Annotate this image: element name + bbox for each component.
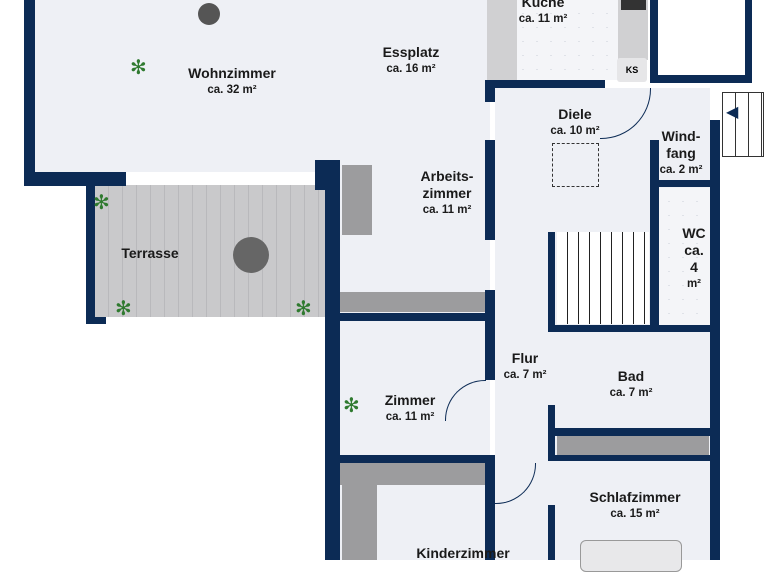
wall xyxy=(485,140,495,240)
room-kueche: Küche ca. 11 m² xyxy=(519,0,568,27)
plant-icon: ✻ xyxy=(130,57,147,79)
wall xyxy=(548,505,555,560)
bed xyxy=(580,540,682,572)
room-arbeitszimmer: Arbeits-zimmer ca. 11 m² xyxy=(421,168,474,218)
room-name: Wohnzimmer xyxy=(188,65,276,81)
wall xyxy=(745,0,752,83)
terrasse-floor xyxy=(95,185,325,317)
room-zimmer: Zimmer ca. 11 m² xyxy=(385,392,436,425)
desk xyxy=(342,485,377,560)
room-wohnzimmer: Wohnzimmer ca. 32 m² xyxy=(188,65,276,98)
room-area: m² xyxy=(686,278,702,290)
plant-icon: ✻ xyxy=(115,298,132,320)
entrance-area xyxy=(655,0,750,75)
entrance-steps xyxy=(722,92,764,157)
kitchen-counter xyxy=(487,0,517,80)
wall xyxy=(340,313,490,321)
room-area: ca. 10 m² xyxy=(550,125,600,137)
room-area: ca. 2 m² xyxy=(659,164,703,176)
desk xyxy=(342,165,372,235)
wall xyxy=(650,75,752,83)
skylight xyxy=(552,143,599,187)
wardrobe xyxy=(340,463,485,485)
room-name: Essplatz xyxy=(382,44,440,60)
wall xyxy=(485,80,495,102)
room-name: Arbeits- xyxy=(420,168,474,184)
room-name: 4 xyxy=(690,259,698,275)
wall xyxy=(340,455,490,463)
plant-icon: ✻ xyxy=(343,395,360,417)
wall xyxy=(495,80,605,88)
wc-floor xyxy=(655,188,710,325)
room-essplatz: Essplatz ca. 16 m² xyxy=(383,44,440,77)
wall xyxy=(325,185,340,560)
wall xyxy=(650,0,658,82)
wall xyxy=(548,455,718,461)
room-name: Küche xyxy=(521,0,565,10)
bathroom-cabinet xyxy=(557,436,709,458)
wohnzimmer-floor xyxy=(35,0,490,172)
room-name: Wind- xyxy=(661,128,701,144)
wall xyxy=(86,186,95,323)
wall xyxy=(86,317,106,324)
wall xyxy=(548,428,718,436)
room-area: ca. 7 m² xyxy=(503,369,547,381)
room-kinderzimmer: Kinderzimmer xyxy=(416,545,509,562)
room-name: Zimmer xyxy=(384,392,436,408)
room-windfang: Wind-fang ca. 2 m² xyxy=(660,128,703,178)
round-table xyxy=(198,3,220,25)
room-name: Flur xyxy=(511,350,539,366)
room-name: fang xyxy=(666,145,696,161)
wall xyxy=(650,180,712,187)
wall xyxy=(485,290,495,380)
room-name: Schlafzimmer xyxy=(589,489,681,505)
room-name: zimmer xyxy=(422,185,472,201)
wardrobe xyxy=(340,292,485,312)
wall xyxy=(548,325,718,332)
wall xyxy=(650,140,659,330)
wall xyxy=(548,232,555,332)
fridge: KS xyxy=(617,58,647,82)
room-name: Terrasse xyxy=(121,245,179,261)
room-name: ca. xyxy=(684,242,704,258)
dining-table xyxy=(233,237,269,273)
room-bad: Bad ca. 7 m² xyxy=(610,368,653,401)
wall xyxy=(710,120,720,560)
room-name: WC xyxy=(682,225,706,241)
room-diele: Diele ca. 10 m² xyxy=(550,106,599,139)
room-area: ca. 11 m² xyxy=(385,411,435,423)
wall xyxy=(24,172,126,186)
room-area: ca. 16 m² xyxy=(386,63,436,75)
room-name: Kinderzimmer xyxy=(416,545,510,561)
wall xyxy=(485,455,495,560)
wall xyxy=(24,0,35,186)
room-area: ca. 7 m² xyxy=(609,387,653,399)
kitchen-counter xyxy=(618,0,648,60)
room-area: ca. 11 m² xyxy=(518,13,568,25)
room-name: Bad xyxy=(617,368,645,384)
room-area: ca. 15 m² xyxy=(610,508,660,520)
room-area: ca. 11 m² xyxy=(422,204,472,216)
plant-icon: ✻ xyxy=(295,298,312,320)
room-area: ca. 32 m² xyxy=(207,84,257,96)
room-schlafzimmer: Schlafzimmer ca. 15 m² xyxy=(589,489,680,522)
room-name: Diele xyxy=(558,106,592,122)
stove-icon xyxy=(621,0,646,10)
plant-icon: ✻ xyxy=(93,192,110,214)
room-flur: Flur ca. 7 m² xyxy=(504,350,547,383)
staircase xyxy=(557,232,649,324)
entrance-arrow-icon: ◀ xyxy=(726,104,739,121)
room-terrasse: Terrasse xyxy=(121,245,178,262)
